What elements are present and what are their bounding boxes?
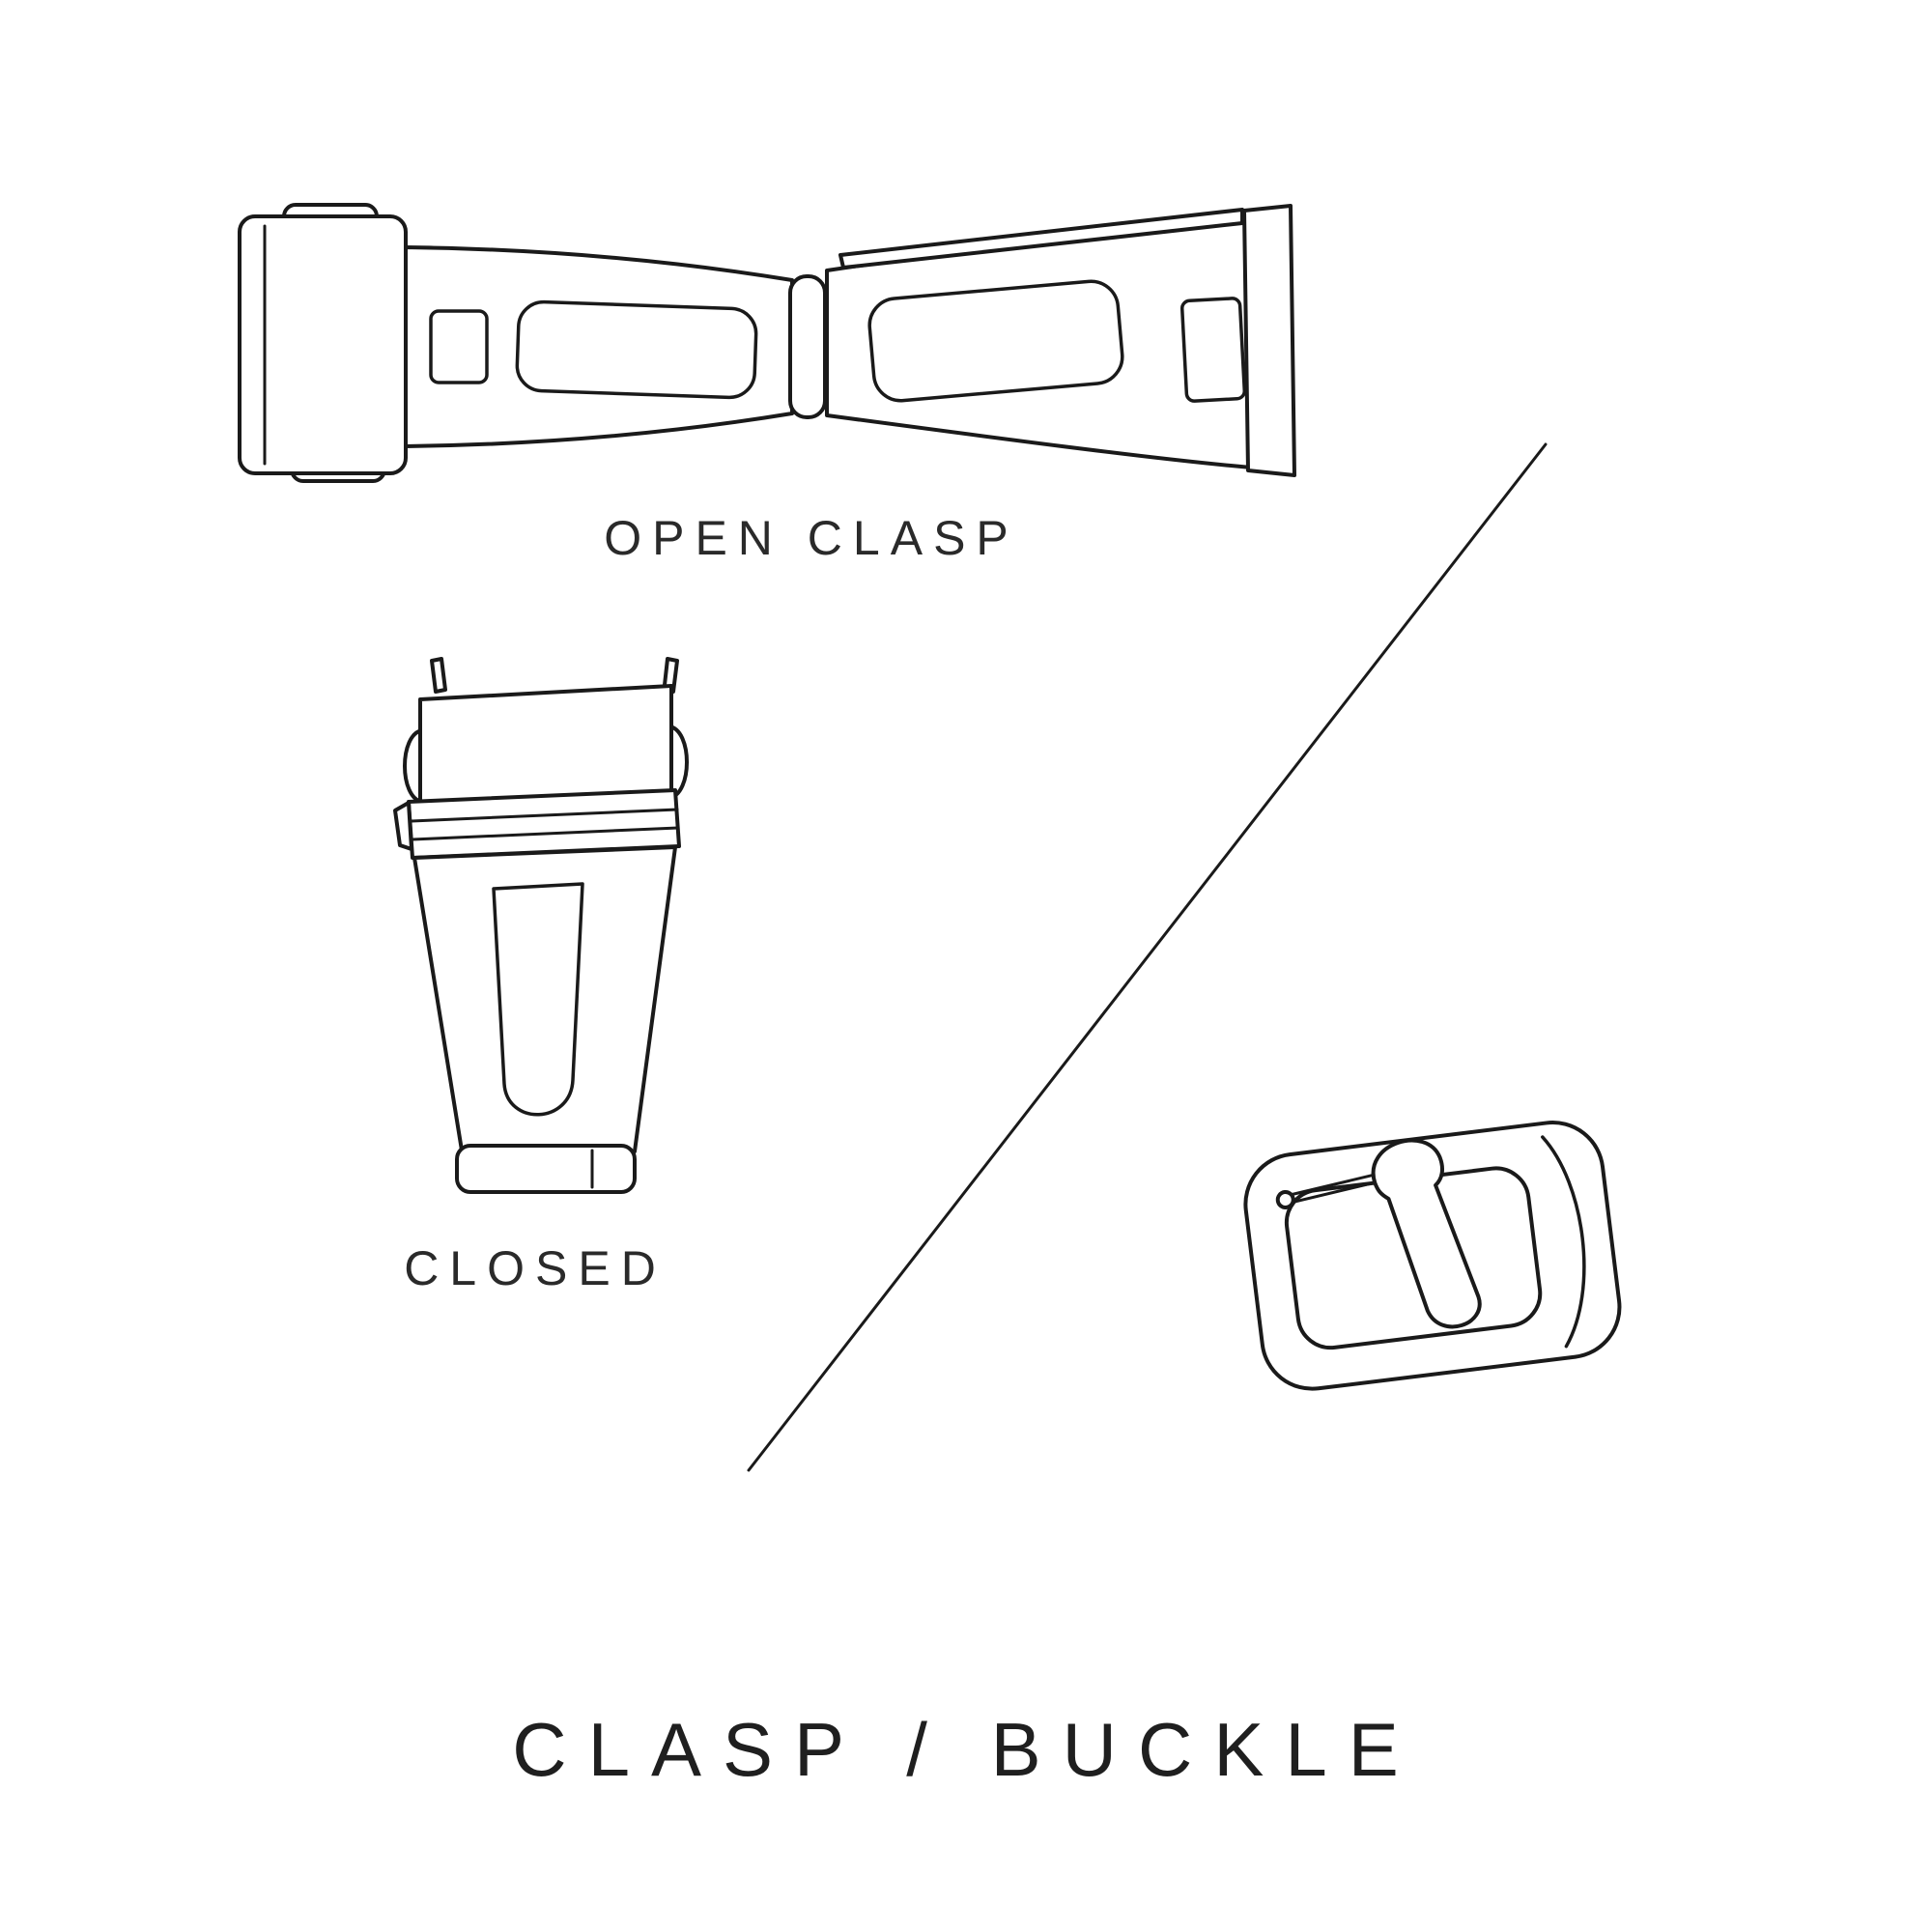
closed-clasp-caption: CLOSED (404, 1241, 667, 1295)
clasp-bottom-bar (455, 1144, 637, 1194)
buckle-tongue (1371, 1138, 1482, 1329)
closed-clasp-illustration (393, 657, 689, 1194)
clasp-prong-left (430, 657, 447, 694)
open-clasp-caption: OPEN CLASP (604, 511, 1019, 565)
clasp-body (412, 845, 677, 1158)
right-blade-window (867, 279, 1124, 403)
buckle-pin-line-2 (1286, 1178, 1390, 1206)
open-clasp-illustration (238, 203, 1296, 483)
right-blade-slot (1179, 297, 1247, 403)
tang-buckle-illustration (1243, 1121, 1622, 1391)
buckle-pin-end (1275, 1189, 1295, 1209)
page-title: CLASP / BUCKLE (512, 1707, 1420, 1792)
buckle-pin-line-1 (1285, 1170, 1389, 1198)
hinge-band-line-2 (411, 826, 680, 841)
left-blade-slot (429, 309, 489, 384)
hinge-band-line-1 (410, 808, 679, 823)
right-blade-edge-strip (838, 208, 1244, 270)
left-blade-window (515, 299, 758, 400)
clasp-hinge (788, 274, 827, 419)
clasp-end-bar (1242, 204, 1296, 477)
buckle-band-curve (1541, 1135, 1586, 1349)
clasp-body-window (492, 882, 584, 1117)
hinge-band-notch (393, 801, 413, 851)
